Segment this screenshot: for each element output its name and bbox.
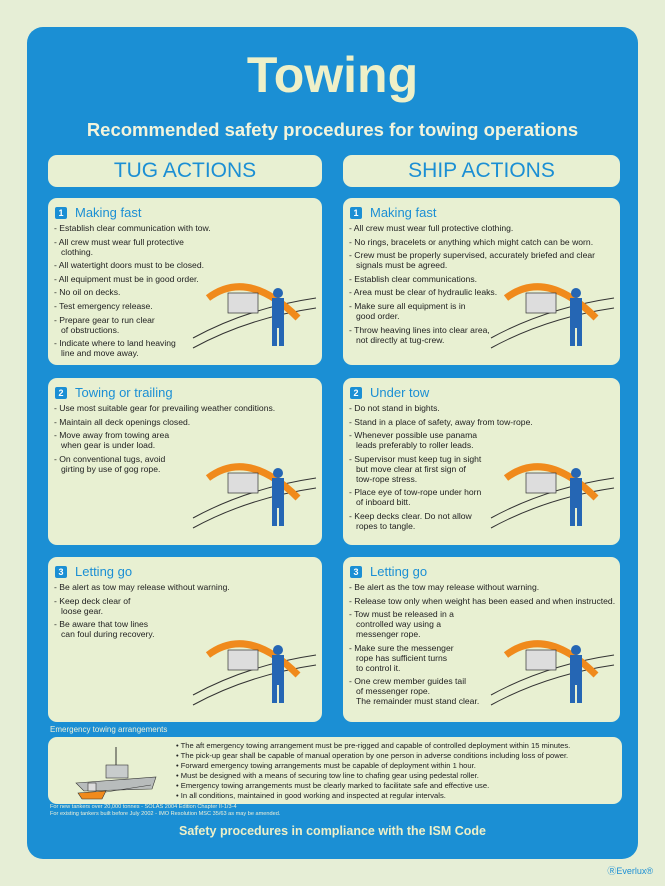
section-title: Under tow <box>370 385 430 400</box>
instruction-item: Supervisor must keep tug in sight but mo… <box>349 454 533 484</box>
instruction-item: Be aware that tow lines can foul during … <box>54 619 230 639</box>
emergency-item: Forward emergency towing arrangements mu… <box>176 761 570 771</box>
footnote-1: For new tankers over 20,000 tonnes - SOL… <box>50 804 237 810</box>
section-number: 3 <box>55 565 67 578</box>
ship-and-tug-illustration <box>75 747 157 800</box>
section-header: 2 Under tow <box>350 385 429 400</box>
section-number: 3 <box>350 565 362 578</box>
instruction-item: Tow must be released in a controlled way… <box>349 609 615 639</box>
instruction-item: No oil on decks. <box>54 287 211 297</box>
emergency-label: Emergency towing arrangements <box>50 725 168 734</box>
section-number: 1 <box>55 206 67 219</box>
illustration <box>192 283 317 349</box>
instruction-item: Use most suitable gear for prevailing we… <box>54 403 275 413</box>
instruction-list: Do not stand in bights. Stand in a place … <box>349 403 533 535</box>
section-title: Making fast <box>75 205 142 220</box>
section-title: Towing or trailing <box>75 385 173 400</box>
instruction-item: No rings, bracelets or anything which mi… <box>349 237 595 247</box>
instruction-item: Release tow only when weight has been ea… <box>349 596 615 606</box>
instruction-item: All crew must wear full protective cloth… <box>54 237 211 257</box>
instruction-item: Prepare gear to run clear of obstruction… <box>54 315 211 335</box>
instruction-item: All crew must wear full protective cloth… <box>349 223 595 233</box>
section-header: 2 Towing or trailing <box>55 385 173 400</box>
instruction-list: All crew must wear full protective cloth… <box>349 223 595 348</box>
section-title: Letting go <box>75 564 133 579</box>
emergency-item: In all conditions, maintained in good wo… <box>176 791 570 801</box>
emergency-item: The pick-up gear shall be capable of man… <box>176 751 570 761</box>
illustration <box>192 640 317 706</box>
instruction-item: Move away from towing area when gear is … <box>54 430 275 450</box>
instruction-item: Area must be clear of hydraulic leaks. <box>349 287 595 297</box>
section-header: 3 Letting go <box>55 564 132 579</box>
instruction-item: All watertight doors must to be closed. <box>54 260 211 270</box>
section-header: 1 Making fast <box>350 205 436 220</box>
instruction-item: Do not stand in bights. <box>349 403 533 413</box>
section-header: 1 Making fast <box>55 205 141 220</box>
instruction-item: Establish clear communication with tow. <box>54 223 210 233</box>
everlux-logo: ⓇEverlux® <box>607 866 653 876</box>
instruction-item: Be alert as tow may release without warn… <box>54 582 230 592</box>
instruction-item: Maintain all deck openings closed. <box>54 417 275 427</box>
footnote-2: For existing tankers built before July 2… <box>50 811 281 817</box>
section-panel: 2 Towing or trailing Use most suitable g… <box>48 378 322 545</box>
instruction-item: Place eye of tow-rope under horn of inbo… <box>349 487 533 507</box>
section-title: Making fast <box>370 205 437 220</box>
section-panel: 3 Letting go Be alert as the tow may rel… <box>343 557 620 722</box>
instruction-item: On conventional tugs, avoid girting by u… <box>54 454 275 474</box>
instruction-item: Whenever possible use panama leads prefe… <box>349 430 533 450</box>
emergency-box: The aft emergency towing arrangement mus… <box>48 737 622 804</box>
instruction-item: Throw heaving lines into clear area, not… <box>349 325 595 345</box>
instruction-item: All equipment must be in good order. <box>54 274 211 284</box>
emergency-item: Must be designed with a means of securin… <box>176 771 570 781</box>
instruction-item: Test emergency release. <box>54 301 211 311</box>
instruction-item: Be alert as the tow may release without … <box>349 582 615 592</box>
section-number: 1 <box>350 206 362 219</box>
instruction-list: Use most suitable gear for prevailing we… <box>54 403 275 477</box>
tug-actions-header: TUG ACTIONS <box>48 155 322 187</box>
instruction-item: Stand in a place of safety, away from to… <box>349 417 533 427</box>
instruction-item: Make sure the messenger rope has suffici… <box>349 643 615 673</box>
emergency-list: The aft emergency towing arrangement mus… <box>176 741 571 801</box>
section-number: 2 <box>350 386 362 399</box>
instruction-list: Be alert as tow may release without warn… <box>54 582 230 643</box>
instruction-item: Crew must be properly supervised, accura… <box>349 250 595 270</box>
instruction-item: Keep deck clear of loose gear. <box>54 596 230 616</box>
section-panel: 2 Under tow Do not stand in bights. Stand… <box>343 378 620 545</box>
section-number: 2 <box>55 386 67 399</box>
instruction-list: Establish clear communication with tow. A… <box>54 223 211 362</box>
poster-subtitle: Recommended safety procedures for towing… <box>86 119 579 140</box>
section-panel: 1 Making fast All crew must wear full pr… <box>343 198 620 365</box>
emergency-item: Emergency towing arrangements must be cl… <box>176 781 570 791</box>
section-title: Letting go <box>370 564 428 579</box>
instruction-item: Keep decks clear. Do not allow ropes to … <box>349 511 533 531</box>
instruction-item: Indicate where to land heaving line and … <box>54 338 211 358</box>
section-panel: 1 Making fast Establish clear communicat… <box>48 198 322 365</box>
poster-title: Towing <box>246 47 419 103</box>
footer-text: Safety procedures in compliance with the… <box>178 824 486 838</box>
instruction-item: Make sure all equipment is in good order… <box>349 301 595 321</box>
ship-actions-header: SHIP ACTIONS <box>343 155 620 187</box>
section-panel: 3 Letting go Be alert as tow may release… <box>48 557 322 722</box>
section-header: 3 Letting go <box>350 564 427 579</box>
instruction-item: Establish clear communications. <box>349 274 595 284</box>
instruction-list: Be alert as the tow may release without … <box>349 582 615 710</box>
instruction-item: One crew member guides tail of messenger… <box>349 676 615 706</box>
emergency-item: The aft emergency towing arrangement mus… <box>176 741 571 751</box>
